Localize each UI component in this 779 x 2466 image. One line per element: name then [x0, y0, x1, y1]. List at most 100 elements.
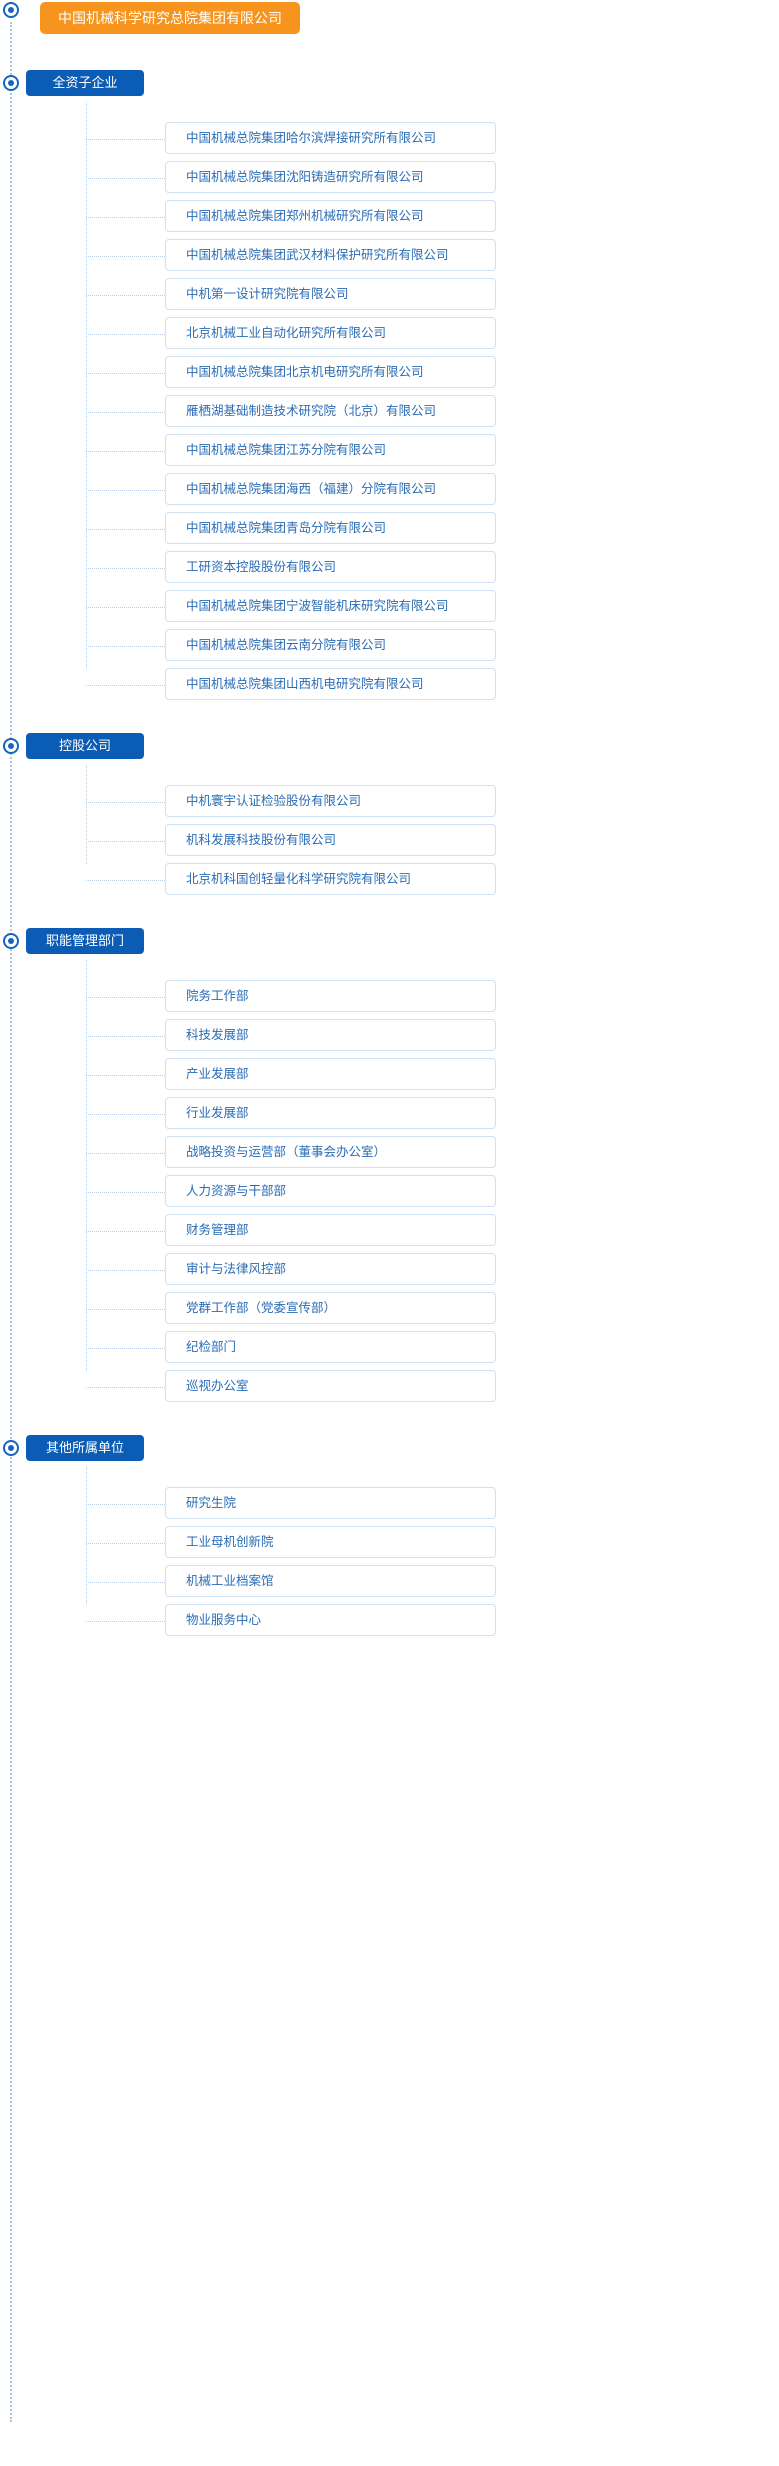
item-horizontal-connector — [86, 1543, 165, 1544]
org-item-row: 中国机械总院集团青岛分院有限公司 — [0, 510, 779, 549]
org-item-row: 院务工作部 — [0, 978, 779, 1017]
org-item-row: 中机寰宇认证检验股份有限公司 — [0, 783, 779, 822]
org-item-row: 科技发展部 — [0, 1017, 779, 1056]
org-unit-card[interactable]: 中国机械总院集团宁波智能机床研究院有限公司 — [165, 590, 496, 622]
org-unit-card[interactable]: 纪检部门 — [165, 1331, 496, 1363]
item-horizontal-connector — [86, 1504, 165, 1505]
org-unit-card[interactable]: 机科发展科技股份有限公司 — [165, 824, 496, 856]
org-item-row: 中国机械总院集团海西（福建）分院有限公司 — [0, 471, 779, 510]
org-unit-card[interactable]: 中国机械总院集团青岛分院有限公司 — [165, 512, 496, 544]
org-item-row: 北京机械工业自动化研究所有限公司 — [0, 315, 779, 354]
section-title-4[interactable]: 其他所属单位 — [26, 1435, 144, 1461]
org-unit-card[interactable]: 中国机械总院集团郑州机械研究所有限公司 — [165, 200, 496, 232]
org-unit-card[interactable]: 工业母机创新院 — [165, 1526, 496, 1558]
item-horizontal-connector — [86, 997, 165, 998]
org-item-row: 财务管理部 — [0, 1212, 779, 1251]
root-node-row: 中国机械科学研究总院集团有限公司 — [0, 2, 779, 42]
org-unit-card[interactable]: 院务工作部 — [165, 980, 496, 1012]
item-horizontal-connector — [86, 139, 165, 140]
section-header-row: 控股公司 — [0, 733, 779, 767]
org-unit-card[interactable]: 中国机械总院集团哈尔滨焊接研究所有限公司 — [165, 122, 496, 154]
org-unit-card[interactable]: 审计与法律风控部 — [165, 1253, 496, 1285]
org-unit-card[interactable]: 战略投资与运营部（董事会办公室） — [165, 1136, 496, 1168]
root-organization-node[interactable]: 中国机械科学研究总院集团有限公司 — [40, 2, 300, 34]
item-horizontal-connector — [86, 1075, 165, 1076]
org-unit-card[interactable]: 北京机械工业自动化研究所有限公司 — [165, 317, 496, 349]
item-horizontal-connector — [86, 646, 165, 647]
section-vertical-connector — [86, 1467, 87, 1605]
item-horizontal-connector — [86, 451, 165, 452]
org-item-row: 机械工业档案馆 — [0, 1563, 779, 1602]
item-horizontal-connector — [86, 529, 165, 530]
section-spacer — [0, 42, 779, 70]
org-unit-card[interactable]: 党群工作部（党委宣传部） — [165, 1292, 496, 1324]
org-unit-card[interactable]: 中国机械总院集团云南分院有限公司 — [165, 629, 496, 661]
org-unit-card[interactable]: 中国机械总院集团海西（福建）分院有限公司 — [165, 473, 496, 505]
org-item-row: 中国机械总院集团武汉材料保护研究所有限公司 — [0, 237, 779, 276]
org-item-row: 中国机械总院集团沈阳铸造研究所有限公司 — [0, 159, 779, 198]
org-unit-card[interactable]: 机械工业档案馆 — [165, 1565, 496, 1597]
item-horizontal-connector — [86, 607, 165, 608]
org-item-row: 党群工作部（党委宣传部） — [0, 1290, 779, 1329]
org-unit-card[interactable]: 北京机科国创轻量化科学研究院有限公司 — [165, 863, 496, 895]
org-unit-card[interactable]: 中机第一设计研究院有限公司 — [165, 278, 496, 310]
org-unit-card[interactable]: 行业发展部 — [165, 1097, 496, 1129]
section-items: 研究生院工业母机创新院机械工业档案馆物业服务中心 — [0, 1467, 779, 1641]
org-unit-card[interactable]: 中国机械总院集团沈阳铸造研究所有限公司 — [165, 161, 496, 193]
item-horizontal-connector — [86, 1153, 165, 1154]
org-item-row: 机科发展科技股份有限公司 — [0, 822, 779, 861]
org-unit-card[interactable]: 雁栖湖基础制造技术研究院（北京）有限公司 — [165, 395, 496, 427]
item-horizontal-connector — [86, 568, 165, 569]
section-title-3[interactable]: 职能管理部门 — [26, 928, 144, 954]
org-unit-card[interactable]: 财务管理部 — [165, 1214, 496, 1246]
section-header-row: 其他所属单位 — [0, 1435, 779, 1469]
item-horizontal-connector — [86, 685, 165, 686]
org-section: 其他所属单位研究生院工业母机创新院机械工业档案馆物业服务中心 — [0, 1407, 779, 1641]
org-unit-card[interactable]: 中国机械总院集团江苏分院有限公司 — [165, 434, 496, 466]
item-horizontal-connector — [86, 1114, 165, 1115]
org-unit-card[interactable]: 中国机械总院集团武汉材料保护研究所有限公司 — [165, 239, 496, 271]
section-title-1[interactable]: 全资子企业 — [26, 70, 144, 96]
org-item-row: 巡视办公室 — [0, 1368, 779, 1407]
section-items: 中国机械总院集团哈尔滨焊接研究所有限公司中国机械总院集团沈阳铸造研究所有限公司中… — [0, 102, 779, 705]
org-item-row: 审计与法律风控部 — [0, 1251, 779, 1290]
section-node-dot-icon — [3, 1440, 19, 1456]
org-item-row: 工研资本控股股份有限公司 — [0, 549, 779, 588]
org-unit-card[interactable]: 物业服务中心 — [165, 1604, 496, 1636]
section-node-dot-icon — [3, 75, 19, 91]
org-item-row: 中国机械总院集团江苏分院有限公司 — [0, 432, 779, 471]
org-unit-card[interactable]: 中国机械总院集团北京机电研究所有限公司 — [165, 356, 496, 388]
org-unit-card[interactable]: 产业发展部 — [165, 1058, 496, 1090]
org-unit-card[interactable]: 科技发展部 — [165, 1019, 496, 1051]
item-horizontal-connector — [86, 490, 165, 491]
org-item-row: 中国机械总院集团北京机电研究所有限公司 — [0, 354, 779, 393]
header-items-spacer — [0, 104, 779, 120]
org-item-row: 产业发展部 — [0, 1056, 779, 1095]
org-unit-card[interactable]: 中国机械总院集团山西机电研究院有限公司 — [165, 668, 496, 700]
item-horizontal-connector — [86, 295, 165, 296]
item-horizontal-connector — [86, 1309, 165, 1310]
section-spacer — [0, 1407, 779, 1435]
org-item-row: 研究生院 — [0, 1485, 779, 1524]
item-horizontal-connector — [86, 217, 165, 218]
org-item-row: 中国机械总院集团哈尔滨焊接研究所有限公司 — [0, 120, 779, 159]
org-item-row: 中机第一设计研究院有限公司 — [0, 276, 779, 315]
item-horizontal-connector — [86, 1231, 165, 1232]
org-unit-card[interactable]: 研究生院 — [165, 1487, 496, 1519]
org-unit-card[interactable]: 工研资本控股股份有限公司 — [165, 551, 496, 583]
item-horizontal-connector — [86, 841, 165, 842]
item-horizontal-connector — [86, 412, 165, 413]
section-node-dot-icon — [3, 738, 19, 754]
section-spacer — [0, 900, 779, 928]
header-items-spacer — [0, 1469, 779, 1485]
org-item-row: 雁栖湖基础制造技术研究院（北京）有限公司 — [0, 393, 779, 432]
section-title-2[interactable]: 控股公司 — [26, 733, 144, 759]
org-unit-card[interactable]: 巡视办公室 — [165, 1370, 496, 1402]
section-vertical-connector — [86, 765, 87, 864]
org-unit-card[interactable]: 中机寰宇认证检验股份有限公司 — [165, 785, 496, 817]
section-vertical-connector — [86, 960, 87, 1371]
main-vertical-connector — [10, 22, 12, 2422]
org-item-row: 人力资源与干部部 — [0, 1173, 779, 1212]
item-horizontal-connector — [86, 880, 165, 881]
org-unit-card[interactable]: 人力资源与干部部 — [165, 1175, 496, 1207]
